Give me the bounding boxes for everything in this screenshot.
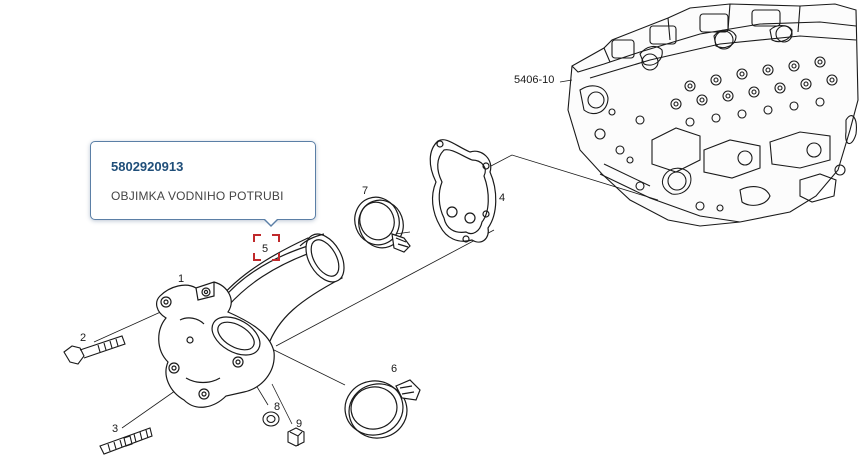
part-info-tooltip: 5802920913 OBJIMKA VODNIHO POTRUBI bbox=[90, 141, 316, 227]
upper-hose-clamp-drawing[interactable] bbox=[348, 191, 411, 254]
tooltip-part-number[interactable]: 5802920913 bbox=[111, 159, 184, 174]
gasket-drawing[interactable] bbox=[429, 139, 497, 243]
callout-6[interactable]: 6 bbox=[391, 363, 397, 375]
callout-4[interactable]: 4 bbox=[499, 192, 505, 204]
tooltip-pointer bbox=[263, 218, 279, 227]
selected-callout-marker bbox=[253, 234, 280, 261]
callout-5[interactable]: 5 bbox=[262, 243, 268, 255]
plug-drawing[interactable] bbox=[287, 427, 305, 447]
assembly-alignment-lines bbox=[93, 79, 659, 429]
callout-7[interactable]: 7 bbox=[362, 185, 368, 197]
assembly-reference-label[interactable]: 5406-10 bbox=[514, 74, 554, 86]
lower-hose-clamp-drawing[interactable] bbox=[341, 376, 421, 442]
callout-1[interactable]: 1 bbox=[178, 273, 184, 285]
bolt-drawing[interactable] bbox=[63, 335, 126, 365]
callout-2[interactable]: 2 bbox=[80, 332, 86, 344]
callout-9[interactable]: 9 bbox=[296, 418, 302, 430]
stud-drawing[interactable] bbox=[99, 427, 153, 455]
washer-drawing[interactable] bbox=[262, 411, 280, 427]
tooltip-part-description: OBJIMKA VODNIHO POTRUBI bbox=[111, 189, 284, 203]
callout-8[interactable]: 8 bbox=[274, 401, 280, 413]
pump-housing-drawing[interactable] bbox=[156, 281, 275, 408]
cylinder-head-drawing[interactable] bbox=[567, 3, 859, 227]
callout-3[interactable]: 3 bbox=[112, 423, 118, 435]
